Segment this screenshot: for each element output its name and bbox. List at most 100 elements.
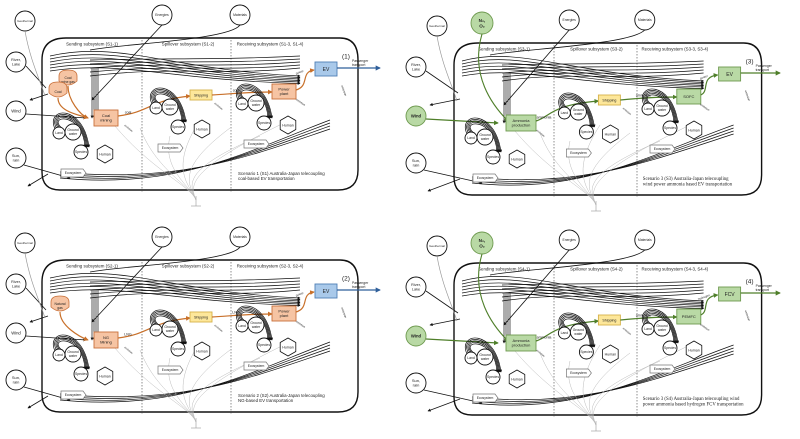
shipping-node: Shipping	[189, 89, 213, 101]
receiving-subsystem-header-line: Receiving subsystem (S3-3, S3-4)	[641, 47, 708, 52]
flow-line	[49, 276, 301, 301]
wind-node: Wind	[5, 322, 27, 344]
species-node-shape	[73, 366, 89, 382]
feedback-loop	[151, 311, 187, 345]
river-lake-node-label-line: River,	[11, 58, 21, 62]
ground-water-node-shape	[569, 323, 587, 341]
energies-flow	[91, 246, 163, 323]
vehicle-node-shape	[314, 283, 338, 299]
resource-node: Coal	[48, 81, 68, 98]
feedback-loop	[642, 88, 680, 124]
land-node-label: Land	[238, 324, 246, 328]
feedback-loop	[468, 122, 500, 153]
feedback-loop	[236, 83, 274, 119]
system-boundary	[453, 42, 763, 196]
human-node: Human	[508, 149, 526, 169]
energies-node: Energies	[558, 229, 580, 251]
system-boundary	[41, 259, 359, 413]
emission-label: emission	[699, 322, 711, 332]
emission-label-line: emission	[340, 307, 348, 319]
ecosystem-node-shape	[60, 168, 87, 178]
import-flow-label-line: ammonia	[636, 313, 651, 317]
scenario-caption: Scenario 3 (S3) Australia-Japan telecoup…	[643, 177, 733, 188]
flow-line	[501, 66, 704, 74]
ecosystem-node-label-line: Ecosystem	[570, 371, 587, 375]
ecosystem-node: Ecosystem	[243, 139, 270, 149]
feedback-loop	[646, 314, 676, 344]
human-node-label: Human	[605, 352, 617, 356]
energy-flow-label-line: power	[295, 291, 304, 298]
feedback-loop	[558, 312, 596, 348]
scenario-caption-line: Scenario 3 (S3) Australia-Japan telecoup…	[643, 177, 729, 182]
emission-label-line: emission	[622, 326, 633, 336]
human-node-label-line: Human	[196, 349, 208, 353]
ground-water-node-label-line: water	[69, 132, 78, 136]
energies-node-label: Energies	[563, 18, 577, 22]
species-node-label-line: Species	[487, 375, 499, 379]
scenario-caption: Scenario 1 (S1) Australia-Japan telecoup…	[238, 171, 325, 181]
river-lake-node: River,Lake	[5, 273, 27, 295]
feedback-loop	[238, 86, 272, 119]
panel-number: (1)	[342, 53, 350, 60]
human-node-label-line: Human	[196, 127, 208, 131]
sun-rain-node-label: Sun,rain	[12, 375, 20, 385]
emission-label-line: emission	[123, 345, 134, 355]
feedback-loop	[56, 339, 88, 370]
shipping-node-label: Shipping	[194, 315, 208, 319]
sink-line	[191, 357, 261, 423]
species-node-shape	[662, 120, 678, 136]
sun-rain-node-label: Sun,rain	[412, 158, 420, 168]
human-node-label-line: Human	[605, 352, 617, 356]
emission-label-line: emission	[213, 101, 224, 111]
species-node-shape	[485, 149, 501, 165]
human-node: Human	[685, 340, 703, 360]
receiving-subsystem-header: Receiving subsystem (S4-3, S4-4)	[641, 267, 708, 272]
feedback-loop	[644, 91, 678, 124]
ground-water-node-label-line: Ground	[67, 350, 78, 354]
scenario-caption: Scenario 3 (S4) Australia-Japan telecoup…	[643, 397, 744, 408]
flow-line	[49, 64, 301, 84]
ecosystem-node-shape	[566, 148, 592, 158]
feedback-loop	[154, 315, 184, 345]
human-node-shape	[279, 337, 297, 357]
river-lake-node-label-line: Lake	[412, 288, 420, 292]
nitrogen-oxygen-node-label-line: O₂	[479, 243, 485, 248]
ground-water-node-label-line: Ground	[67, 128, 78, 132]
passenger-transport-label-line: Passenger	[352, 281, 369, 285]
wind-node-label-line: Wind	[11, 108, 21, 113]
ecosystem-node-shape	[649, 364, 676, 374]
materials-flow	[489, 249, 646, 276]
wind-node-label: Wind	[411, 113, 422, 118]
out-flow-2	[27, 173, 49, 187]
vehicle-node-label-line: FCV	[725, 292, 736, 298]
flow-line	[89, 64, 301, 73]
wind-node: Wind	[405, 325, 427, 347]
species-node-shape	[256, 115, 272, 131]
vehicle-node: EV	[314, 283, 338, 299]
sun-rain-node-label-line: Sun,	[412, 378, 420, 383]
conversion-node-label-line: SOFC	[683, 94, 694, 99]
ground-water-node-label-line: water	[166, 329, 175, 333]
feedback-loop	[468, 342, 500, 373]
sink-line	[189, 127, 231, 201]
emission-label: emission	[295, 97, 307, 107]
geothermal-node: Geothermal	[426, 15, 448, 37]
feedback-loop	[465, 117, 503, 153]
river-lake-node-label: River,Lake	[11, 280, 21, 288]
wind-node-shape	[5, 322, 27, 344]
resource-shape	[50, 295, 70, 312]
species-node-label: Species	[172, 125, 184, 129]
energies-node: Energies	[151, 226, 173, 248]
human-node: Human	[602, 124, 619, 144]
ground-water-node-label-line: water	[658, 108, 667, 112]
energies-node-label-line: Energies	[563, 18, 577, 22]
ecosystem-node: Ecosystem	[649, 144, 676, 154]
human-node-shape	[685, 120, 703, 140]
